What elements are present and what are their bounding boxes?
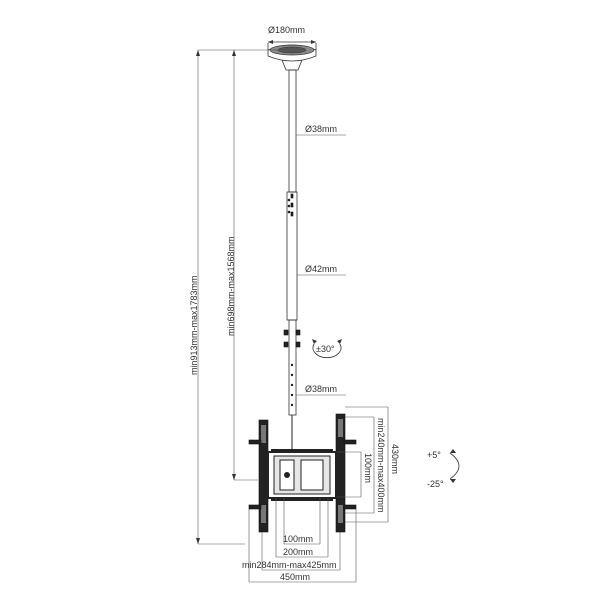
frame-height-dimension	[337, 406, 389, 523]
pole-lower-diameter-label: Ø38mm	[305, 384, 337, 394]
vesa-horizontal-range-label: min284mm-max425mm	[242, 560, 337, 570]
horizontal-dimensions	[248, 498, 357, 583]
tilt-arrow-icon	[449, 449, 460, 483]
pole-middle-diameter-label: Ø42mm	[305, 264, 337, 274]
vesa-vertical-100-label: 100mm	[363, 453, 373, 483]
frame-height-label: 430mm	[390, 444, 400, 474]
tilt-down-label: -25°	[427, 479, 444, 489]
mounting-frame	[248, 413, 357, 533]
ceiling-plate	[267, 40, 317, 71]
overall-height-dimension	[196, 49, 278, 545]
frame-width-label: 450mm	[280, 572, 310, 582]
telescopic-pole	[283, 69, 301, 416]
vesa-vertical-range-label: min240mm-max400mm	[376, 418, 386, 513]
vesa-horizontal-200-label: 200mm	[283, 547, 313, 557]
pole-height-label: min698mm-max1568mm	[226, 236, 236, 336]
rotation-icon	[312, 339, 342, 359]
tilt-up-label: +5°	[427, 450, 441, 460]
pole-height-dimension	[232, 50, 258, 481]
pole-upper-diameter-label: Ø38mm	[305, 124, 337, 134]
vesa-horizontal-100-label: 100mm	[283, 534, 313, 544]
plate-diameter-label: Ø180mm	[268, 25, 305, 35]
rotation-label: ±30°	[316, 344, 335, 354]
overall-height-label: min913mm-max1783mm	[189, 275, 199, 375]
